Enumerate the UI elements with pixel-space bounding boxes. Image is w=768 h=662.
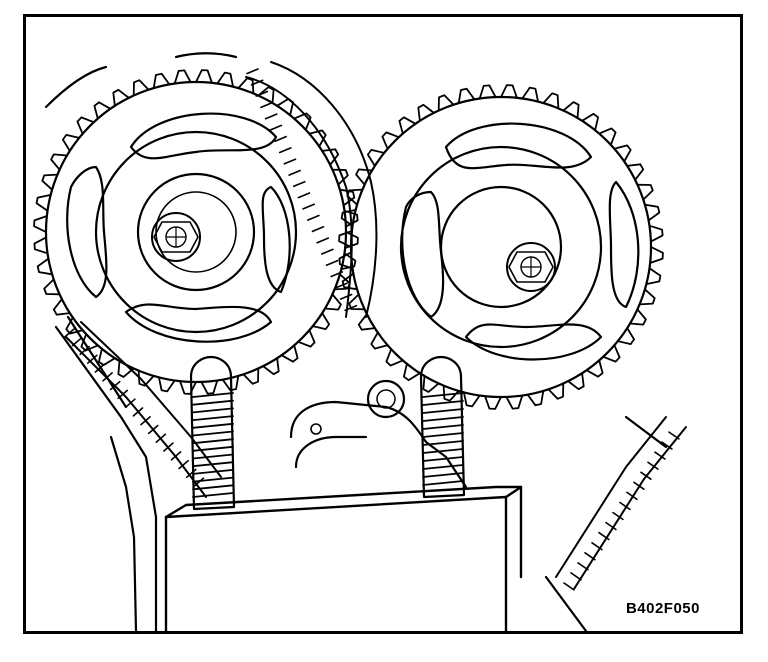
right-camshaft-sprocket (338, 84, 664, 410)
left-camshaft-sprocket (33, 69, 359, 395)
belt-teeth-right (563, 431, 680, 591)
timing-gears-illustration (33, 52, 687, 631)
tensioner-bracket (289, 379, 468, 489)
right-camshaft-bolt (506, 242, 556, 292)
right-sprocket-teeth (338, 84, 664, 410)
right-sprocket-slot-top (444, 122, 593, 170)
right-sprocket-slot-left (401, 190, 445, 319)
left-sprocket-teeth (33, 69, 359, 395)
camshaft-locking-tool-block (164, 485, 523, 631)
left-pin-threads (192, 392, 234, 498)
left-sprocket-slot-left (66, 165, 108, 299)
timing-belt-left-strand (64, 321, 222, 498)
left-sprocket-slot-bottom (124, 303, 273, 343)
right-locating-pin (419, 355, 466, 499)
timing-belt-right-strand (555, 416, 687, 591)
right-sprocket-slot-right (608, 180, 640, 309)
left-sprocket-slot-top (129, 112, 278, 160)
left-sprocket-slot-right (261, 185, 291, 294)
right-sprocket-slot-bottom (464, 323, 603, 361)
figure-code: B402F050 (625, 600, 700, 617)
left-camshaft-bolt (151, 212, 201, 262)
left-locating-pin (189, 355, 236, 511)
right-pin-threads (422, 392, 464, 486)
figure-frame: B402F050 (23, 14, 743, 634)
